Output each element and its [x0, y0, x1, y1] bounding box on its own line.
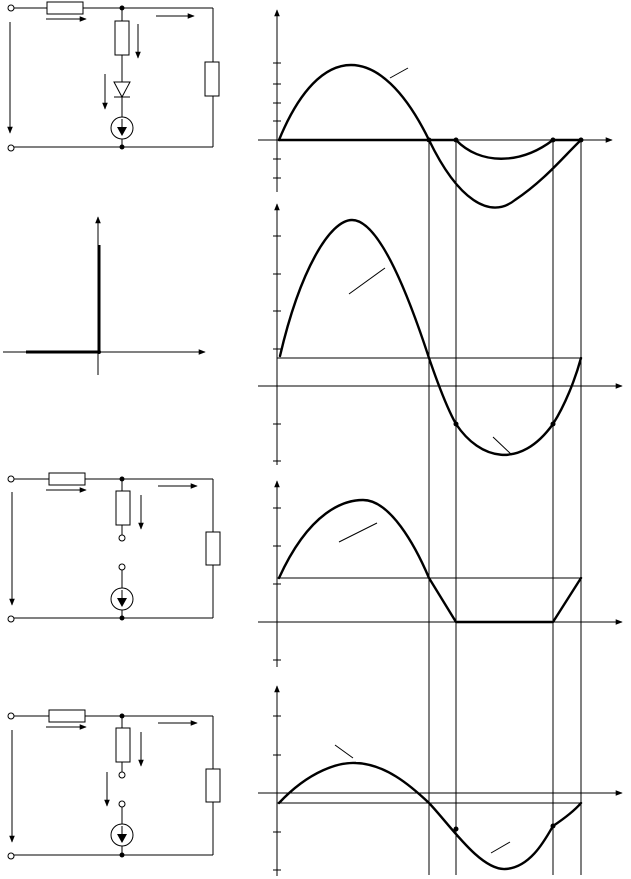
diode-symbol — [113, 81, 131, 99]
circuit-4-open — [7, 709, 221, 860]
series-resistor — [46, 1, 84, 15]
open-contact-top — [118, 534, 126, 542]
ticks-panel-1 — [273, 62, 281, 179]
waveform-curves — [277, 64, 583, 871]
ticks-panel-3 — [273, 507, 281, 661]
open-contact-bottom — [118, 800, 126, 808]
shunt-resistor — [115, 490, 131, 526]
load-resistor — [205, 531, 221, 566]
characteristic-plot — [3, 216, 206, 375]
series-resistor — [48, 472, 86, 486]
projection-lines — [428, 140, 582, 875]
open-contact-top — [118, 771, 126, 779]
source-icon — [110, 587, 134, 611]
shunt-resistor — [115, 727, 131, 763]
source-icon — [110, 823, 134, 847]
panel-1-sine — [277, 64, 583, 209]
input-terminal-bottom — [7, 144, 15, 152]
ticks-panel-4 — [273, 715, 281, 871]
characteristic-curve — [26, 245, 101, 354]
node-dots — [426, 137, 584, 832]
panel-2-curve — [278, 218, 583, 456]
source-icon — [110, 116, 134, 140]
label-leaders — [334, 67, 513, 854]
circuit-3-open — [7, 472, 221, 623]
load-resistor — [205, 768, 221, 803]
circuit-1-diode — [7, 1, 220, 152]
shunt-resistor — [114, 20, 130, 56]
panel-3-curve — [277, 498, 583, 624]
series-resistor — [48, 709, 86, 723]
ticks-panel-2 — [273, 235, 281, 462]
panel-4-curve — [277, 761, 583, 871]
open-contact-bottom — [118, 563, 126, 571]
load-resistor — [204, 61, 220, 97]
input-terminal-top — [7, 4, 15, 12]
